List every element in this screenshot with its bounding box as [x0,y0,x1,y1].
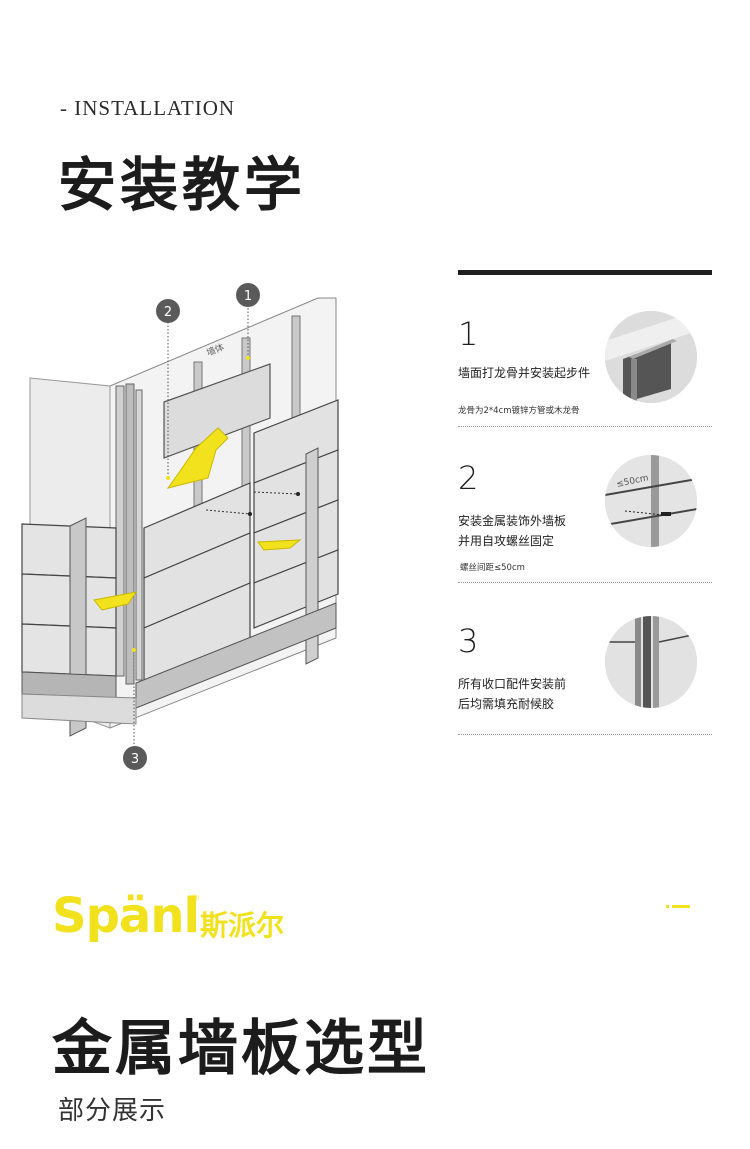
marker-3: 3 [123,746,147,770]
screw-line [253,491,299,495]
arrow-down [166,427,229,489]
step-3-line2: 后均需填充耐候胶 [458,697,555,711]
marker-dot [132,648,136,652]
accent-line [672,905,690,908]
step-1-note: 龙骨为2*4cm镀锌方管或木龙骨 [458,406,580,416]
corner-trim [115,385,125,677]
corner-trim [125,383,135,685]
step-2-number: 2 [458,459,479,497]
step-1-number: 1 [458,315,479,353]
marker-dot [166,476,170,480]
section-title: 金属墙板选型 [52,1014,430,1084]
step-2-divider [458,582,712,583]
arrow-right [257,539,302,551]
section-subtitle: 部分展示 [58,1096,167,1126]
brand-logo: Spänl [52,888,200,944]
marker-label: 1 [244,289,252,304]
floating-panel [163,363,271,459]
corner-trim [135,389,143,681]
installation-diagram: 墙体 1 2 [21,283,339,770]
brand-registered-mark: ® [191,894,200,904]
marker-1: 1 [236,283,260,307]
vertical-trim [305,447,319,665]
arrow-left [93,591,138,611]
step-3-thumbnail [605,616,697,708]
step-1-thumbnail [605,311,697,403]
step-3-line1: 所有收口配件安装前 [458,677,567,691]
marker-label: 3 [131,752,139,767]
step-2-note: 螺丝间距≤50cm [460,563,525,573]
base [21,693,137,725]
screw-line [205,509,251,515]
marker-dot [246,356,250,360]
step-2-thumbnail: ≤50cm [605,455,697,547]
step-2-line1: 安装金属装饰外墙板 [458,514,567,528]
steps-top-bar [458,270,712,275]
step-3-number: 3 [458,622,479,660]
section-eyebrow: - INSTALLATION [60,96,236,120]
brand-name-cn: 斯派尔 [200,909,285,942]
step-2-line2: 并用自攻螺丝固定 [458,534,555,548]
step-1-divider [458,426,712,427]
marker-label: 2 [164,305,172,320]
page-title: 安装教学 [58,151,307,219]
screw [248,512,252,516]
accent-dot [666,905,669,908]
marker-2: 2 [156,299,180,323]
step-1-text: 墙面打龙骨并安装起步件 [458,366,591,380]
wall-panel [21,623,117,677]
screw [296,492,300,496]
wall-panel [21,523,117,579]
step-3-divider [458,734,712,735]
